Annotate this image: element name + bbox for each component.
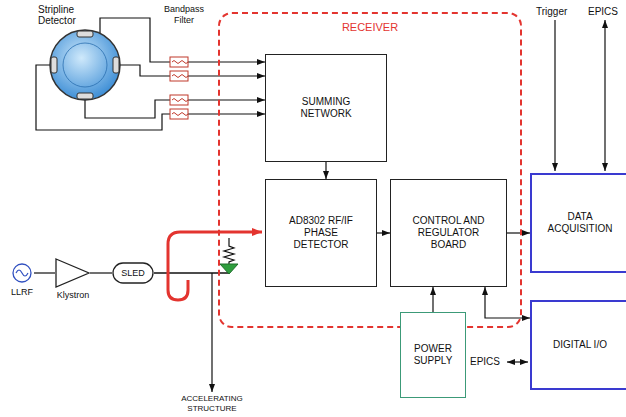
node-text: POWER SUPPLY bbox=[405, 343, 461, 367]
process-box: CONTROL AND REGULATOR BOARD bbox=[390, 179, 507, 287]
node-text: Stripline Detector bbox=[38, 4, 88, 26]
trigger-arrow bbox=[554, 20, 555, 171]
epics-arrow bbox=[507, 361, 528, 362]
text-label: EPICS bbox=[470, 356, 506, 368]
node-text: DIGITAL I/O bbox=[553, 339, 607, 351]
connector bbox=[432, 287, 433, 312]
node-text: Klystron bbox=[46, 290, 100, 301]
llrf-source: LLRF bbox=[4, 259, 40, 301]
node-text: AD8302 RF/IF PHASE DETECTOR bbox=[276, 215, 366, 251]
receiver-region: RECEIVER SUMMING NETWORK AD8302 RF/IF PHAS… bbox=[218, 12, 522, 328]
node-text: SUMMING NETWORK bbox=[276, 96, 376, 120]
node-text: LLRF bbox=[4, 287, 40, 298]
text-label: Bandpass Filter bbox=[158, 4, 210, 26]
system-box: DATA ACQUISITION bbox=[530, 173, 626, 273]
process-box: SUMMING NETWORK bbox=[265, 54, 387, 162]
klystron: Klystron bbox=[46, 256, 100, 302]
source-symbol bbox=[10, 261, 34, 285]
connector bbox=[325, 162, 326, 179]
coupler-line bbox=[168, 232, 188, 300]
connector bbox=[485, 287, 530, 318]
node-text: SLED bbox=[112, 268, 154, 279]
bandpass-filter bbox=[170, 57, 188, 119]
power-supply-box: POWER SUPPLY bbox=[400, 312, 466, 398]
node-text: RECEIVER bbox=[220, 21, 520, 34]
text-label: EPICS bbox=[588, 6, 622, 18]
ground-symbol bbox=[220, 264, 238, 274]
text-label: Trigger bbox=[536, 6, 576, 18]
node-text: CONTROL AND REGULATOR BOARD bbox=[401, 215, 496, 251]
text-label: ACCELERATING STRUCTURE bbox=[167, 394, 257, 414]
node-text: DATA ACQUISITION bbox=[536, 211, 624, 235]
connector bbox=[120, 65, 265, 76]
connector bbox=[377, 232, 390, 233]
sled: SLED bbox=[112, 262, 154, 284]
amplifier-triangle bbox=[55, 258, 90, 288]
output-arrow bbox=[211, 273, 212, 392]
stripline-detector-drawing bbox=[47, 27, 123, 103]
process-box: AD8302 RF/IF PHASE DETECTOR bbox=[265, 179, 377, 287]
connector bbox=[507, 232, 530, 233]
connector bbox=[90, 272, 112, 273]
resistor-symbol bbox=[224, 238, 234, 264]
stripline-detector: Stripline Detector bbox=[38, 4, 128, 106]
epics-arrow bbox=[604, 20, 605, 171]
connector bbox=[34, 272, 55, 273]
system-box: DIGITAL I/O bbox=[530, 300, 626, 390]
coupler-line bbox=[180, 231, 262, 234]
